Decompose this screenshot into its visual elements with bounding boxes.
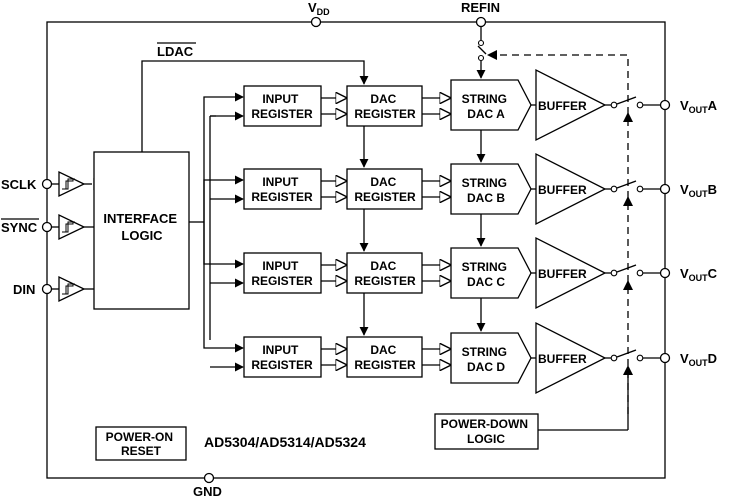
string-dac-c-label: STRING DAC C bbox=[462, 260, 511, 289]
output-switch-a bbox=[616, 96, 637, 105]
input-register-d bbox=[243, 336, 322, 378]
string-dac-b-label: STRING DAC B bbox=[462, 176, 511, 205]
voutc-label: VOUTC bbox=[680, 266, 718, 283]
power-down-logic-label: POWER-DOWN LOGIC bbox=[441, 417, 532, 446]
buffer-b bbox=[535, 152, 607, 226]
ldac-line bbox=[141, 60, 369, 152]
buffer-d-label: BUFFER bbox=[538, 352, 587, 366]
input-register-c-label: INPUT REGISTER bbox=[251, 259, 313, 288]
dac-register-a-label: DAC REGISTER bbox=[354, 92, 416, 121]
din-label: DIN bbox=[13, 282, 35, 297]
reference-chain bbox=[476, 26, 487, 332]
dac-register-d-label: DAC REGISTER bbox=[354, 343, 416, 372]
sync-label: SYNC bbox=[1, 220, 38, 235]
power-down-logic-block bbox=[434, 413, 539, 450]
input-register-b-label: INPUT REGISTER bbox=[251, 175, 313, 204]
buffer-d bbox=[535, 321, 607, 395]
ldac-label: LDAC bbox=[157, 44, 194, 59]
din-pin[interactable] bbox=[41, 283, 53, 295]
string-dac-a-label: STRING DAC A bbox=[462, 92, 511, 121]
output-switch-b bbox=[616, 180, 637, 189]
sync-pin[interactable] bbox=[41, 221, 53, 233]
buffer-b-label: BUFFER bbox=[538, 183, 587, 197]
gnd-pin[interactable] bbox=[203, 472, 215, 484]
buffer-a-label: BUFFER bbox=[538, 99, 587, 113]
part-number: AD5304/AD5314/AD5324 bbox=[204, 434, 366, 450]
power-on-reset-block bbox=[95, 426, 187, 461]
data-bus bbox=[189, 92, 244, 372]
dac-register-c bbox=[346, 252, 423, 294]
string-dac-c bbox=[450, 247, 532, 299]
string-dac-b bbox=[450, 163, 532, 215]
interface-logic-block bbox=[93, 151, 190, 310]
vdd-pin[interactable] bbox=[310, 16, 322, 28]
channel-c: INPUT REGISTER DAC REGISTER STRING DAC C… bbox=[243, 236, 718, 310]
buffer-c-label: BUFFER bbox=[538, 267, 587, 281]
vouta-pin[interactable] bbox=[659, 99, 671, 111]
output-switch-c bbox=[616, 264, 637, 273]
voutb-pin[interactable] bbox=[659, 183, 671, 195]
input-register-c bbox=[243, 252, 322, 294]
buffer-a bbox=[535, 68, 607, 142]
string-dac-d-label: STRING DAC D bbox=[462, 345, 511, 374]
interface-logic-label: INTERFACE LOGIC bbox=[103, 211, 180, 243]
din-input-buffer bbox=[52, 275, 94, 303]
channel-d: INPUT REGISTER DAC REGISTER STRING DAC D… bbox=[243, 321, 717, 395]
chip-outline bbox=[46, 21, 666, 479]
refin-pin[interactable] bbox=[475, 16, 487, 28]
channel-a: INPUT REGISTER DAC REGISTER STRING DAC A… bbox=[243, 68, 718, 142]
refin-label: REFIN bbox=[461, 0, 500, 15]
sclk-label: SCLK bbox=[1, 177, 37, 192]
dac-register-c-label: DAC REGISTER bbox=[354, 259, 416, 288]
voutd-pin[interactable] bbox=[659, 352, 671, 364]
output-switch-d bbox=[616, 349, 637, 358]
dac-register-a bbox=[346, 85, 423, 127]
input-register-b bbox=[243, 168, 322, 210]
vdd-label: VDD bbox=[308, 0, 330, 17]
channel-b: INPUT REGISTER DAC REGISTER STRING DAC B… bbox=[243, 152, 717, 226]
sync-input-buffer bbox=[52, 213, 94, 241]
voutb-label: VOUTB bbox=[680, 182, 717, 199]
sclk-pin[interactable] bbox=[41, 178, 53, 190]
dac-register-b-label: DAC REGISTER bbox=[354, 175, 416, 204]
input-register-a-label: INPUT REGISTER bbox=[251, 92, 313, 121]
dac-register-b bbox=[346, 168, 423, 210]
buffer-c bbox=[535, 236, 607, 310]
dac-register-d bbox=[346, 336, 423, 378]
gnd-label: GND bbox=[193, 484, 222, 499]
vouta-label: VOUTA bbox=[680, 98, 718, 115]
power-on-reset-label: POWER-ON RESET bbox=[106, 430, 177, 458]
input-register-d-label: INPUT REGISTER bbox=[251, 343, 313, 372]
input-register-a bbox=[243, 85, 322, 127]
voutd-label: VOUTD bbox=[680, 351, 717, 368]
voutc-pin[interactable] bbox=[659, 267, 671, 279]
string-dac-d bbox=[450, 332, 532, 384]
power-down-control bbox=[487, 50, 633, 431]
string-dac-a bbox=[450, 79, 532, 131]
